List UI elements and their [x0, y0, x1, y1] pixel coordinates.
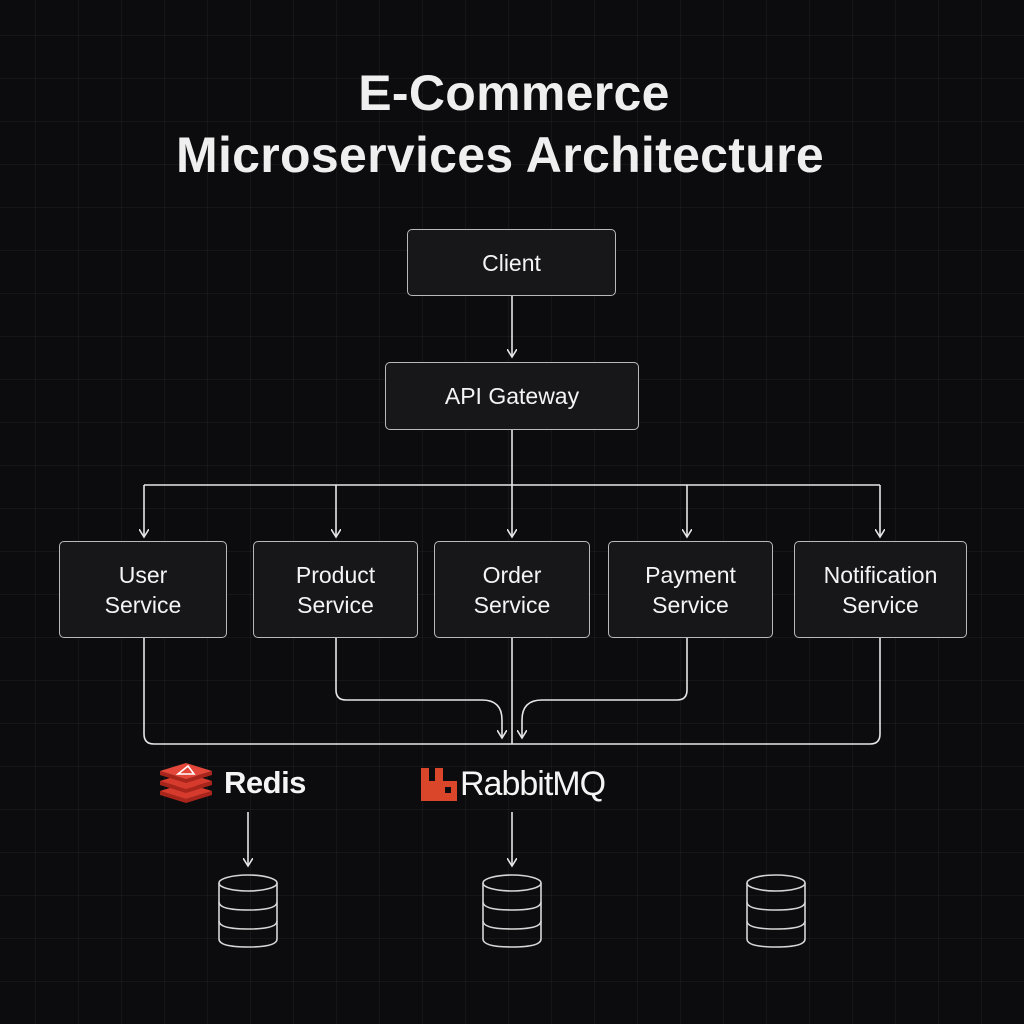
- product-service-label-1: Product: [295, 561, 376, 588]
- product-service-node: Product Service: [253, 541, 418, 638]
- title-line-1: E-Commerce: [358, 65, 670, 121]
- user-service-node: User Service: [59, 541, 227, 638]
- redis-logo-icon: [160, 763, 212, 803]
- payment-service-label-2: Service: [652, 591, 729, 618]
- redis-component: Redis: [158, 762, 306, 804]
- user-service-label-2: Service: [104, 591, 182, 618]
- order-service-label-2: Service: [473, 591, 551, 618]
- diagram-title: E-Commerce Microservices Architecture: [0, 62, 1000, 186]
- database-icon: [482, 874, 542, 948]
- rabbitmq-logo-icon: [421, 768, 457, 801]
- payment-service-node: Payment Service: [608, 541, 773, 638]
- database-icon: [218, 874, 278, 948]
- notification-service-label-1: Notification: [823, 561, 938, 588]
- payment-service-label-1: Payment: [645, 561, 736, 588]
- api-gateway-label: API Gateway: [444, 383, 580, 409]
- notification-service-label-2: Service: [842, 591, 919, 618]
- rabbitmq-component: RabbitMQ: [420, 764, 606, 804]
- edge-payment-to-bus: [522, 638, 688, 738]
- client-node: Client: [407, 229, 616, 296]
- order-service-label-1: Order: [482, 561, 542, 588]
- product-service-label-2: Service: [297, 591, 374, 618]
- database-icon: [746, 874, 806, 948]
- title-line-2: Microservices Architecture: [176, 127, 824, 183]
- redis-label: Redis: [224, 765, 306, 800]
- edge-product-to-bus: [335, 638, 502, 738]
- client-label: Client: [482, 249, 541, 276]
- order-service-node: Order Service: [434, 541, 590, 638]
- api-gateway-node: API Gateway: [385, 362, 639, 430]
- user-service-label-1: User: [118, 561, 168, 588]
- notification-service-node: Notification Service: [794, 541, 967, 638]
- rabbitmq-label: RabbitMQ: [460, 764, 606, 803]
